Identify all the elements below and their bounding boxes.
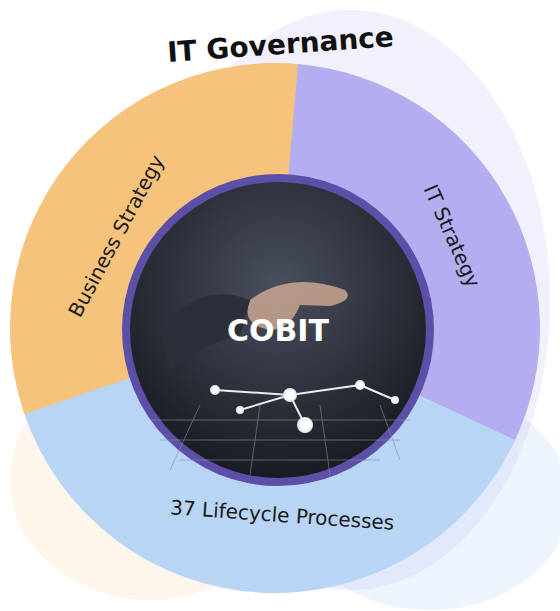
network-figure — [211, 381, 398, 432]
grid-lines — [150, 405, 410, 475]
inner-border — [122, 174, 434, 486]
center-circle: COBIT — [223, 311, 333, 350]
photo-circle — [130, 182, 426, 478]
center-label: COBIT — [227, 313, 329, 348]
